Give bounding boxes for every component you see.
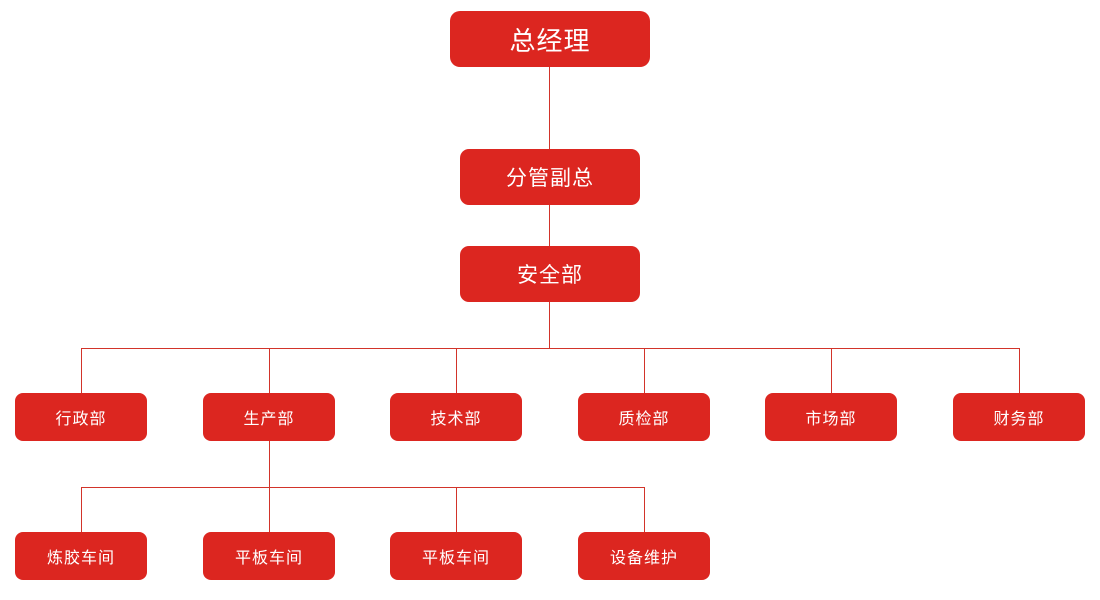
connector-department-bus [81,348,1020,349]
connector-safety-stem [549,302,550,349]
node-panel-workshop-1[interactable]: 平板车间 [203,532,335,580]
connector-gm-to-vp [549,67,550,149]
connector-drop-technology [456,348,457,393]
connector-drop-admin [81,348,82,393]
node-mixing-workshop[interactable]: 炼胶车间 [15,532,147,580]
node-deputy-general-manager[interactable]: 分管副总 [460,149,640,205]
node-safety-department[interactable]: 安全部 [460,246,640,302]
node-panel-workshop-2[interactable]: 平板车间 [390,532,522,580]
connector-drop-production [269,348,270,393]
node-quality-department[interactable]: 质检部 [578,393,710,441]
node-admin-department[interactable]: 行政部 [15,393,147,441]
node-marketing-department[interactable]: 市场部 [765,393,897,441]
connector-drop-panel-workshop-1 [269,487,270,532]
node-production-department[interactable]: 生产部 [203,393,335,441]
node-general-manager[interactable]: 总经理 [450,11,650,67]
connector-drop-quality [644,348,645,393]
node-equipment-maintenance[interactable]: 设备维护 [578,532,710,580]
connector-production-stem [269,441,270,487]
connector-vp-to-safety [549,205,550,246]
connector-drop-equipment-maintenance [644,487,645,532]
connector-drop-mixing-workshop [81,487,82,532]
node-technology-department[interactable]: 技术部 [390,393,522,441]
connector-drop-panel-workshop-2 [456,487,457,532]
connector-drop-marketing [831,348,832,393]
connector-workshop-bus [81,487,644,488]
connector-drop-finance [1019,348,1020,393]
node-finance-department[interactable]: 财务部 [953,393,1085,441]
